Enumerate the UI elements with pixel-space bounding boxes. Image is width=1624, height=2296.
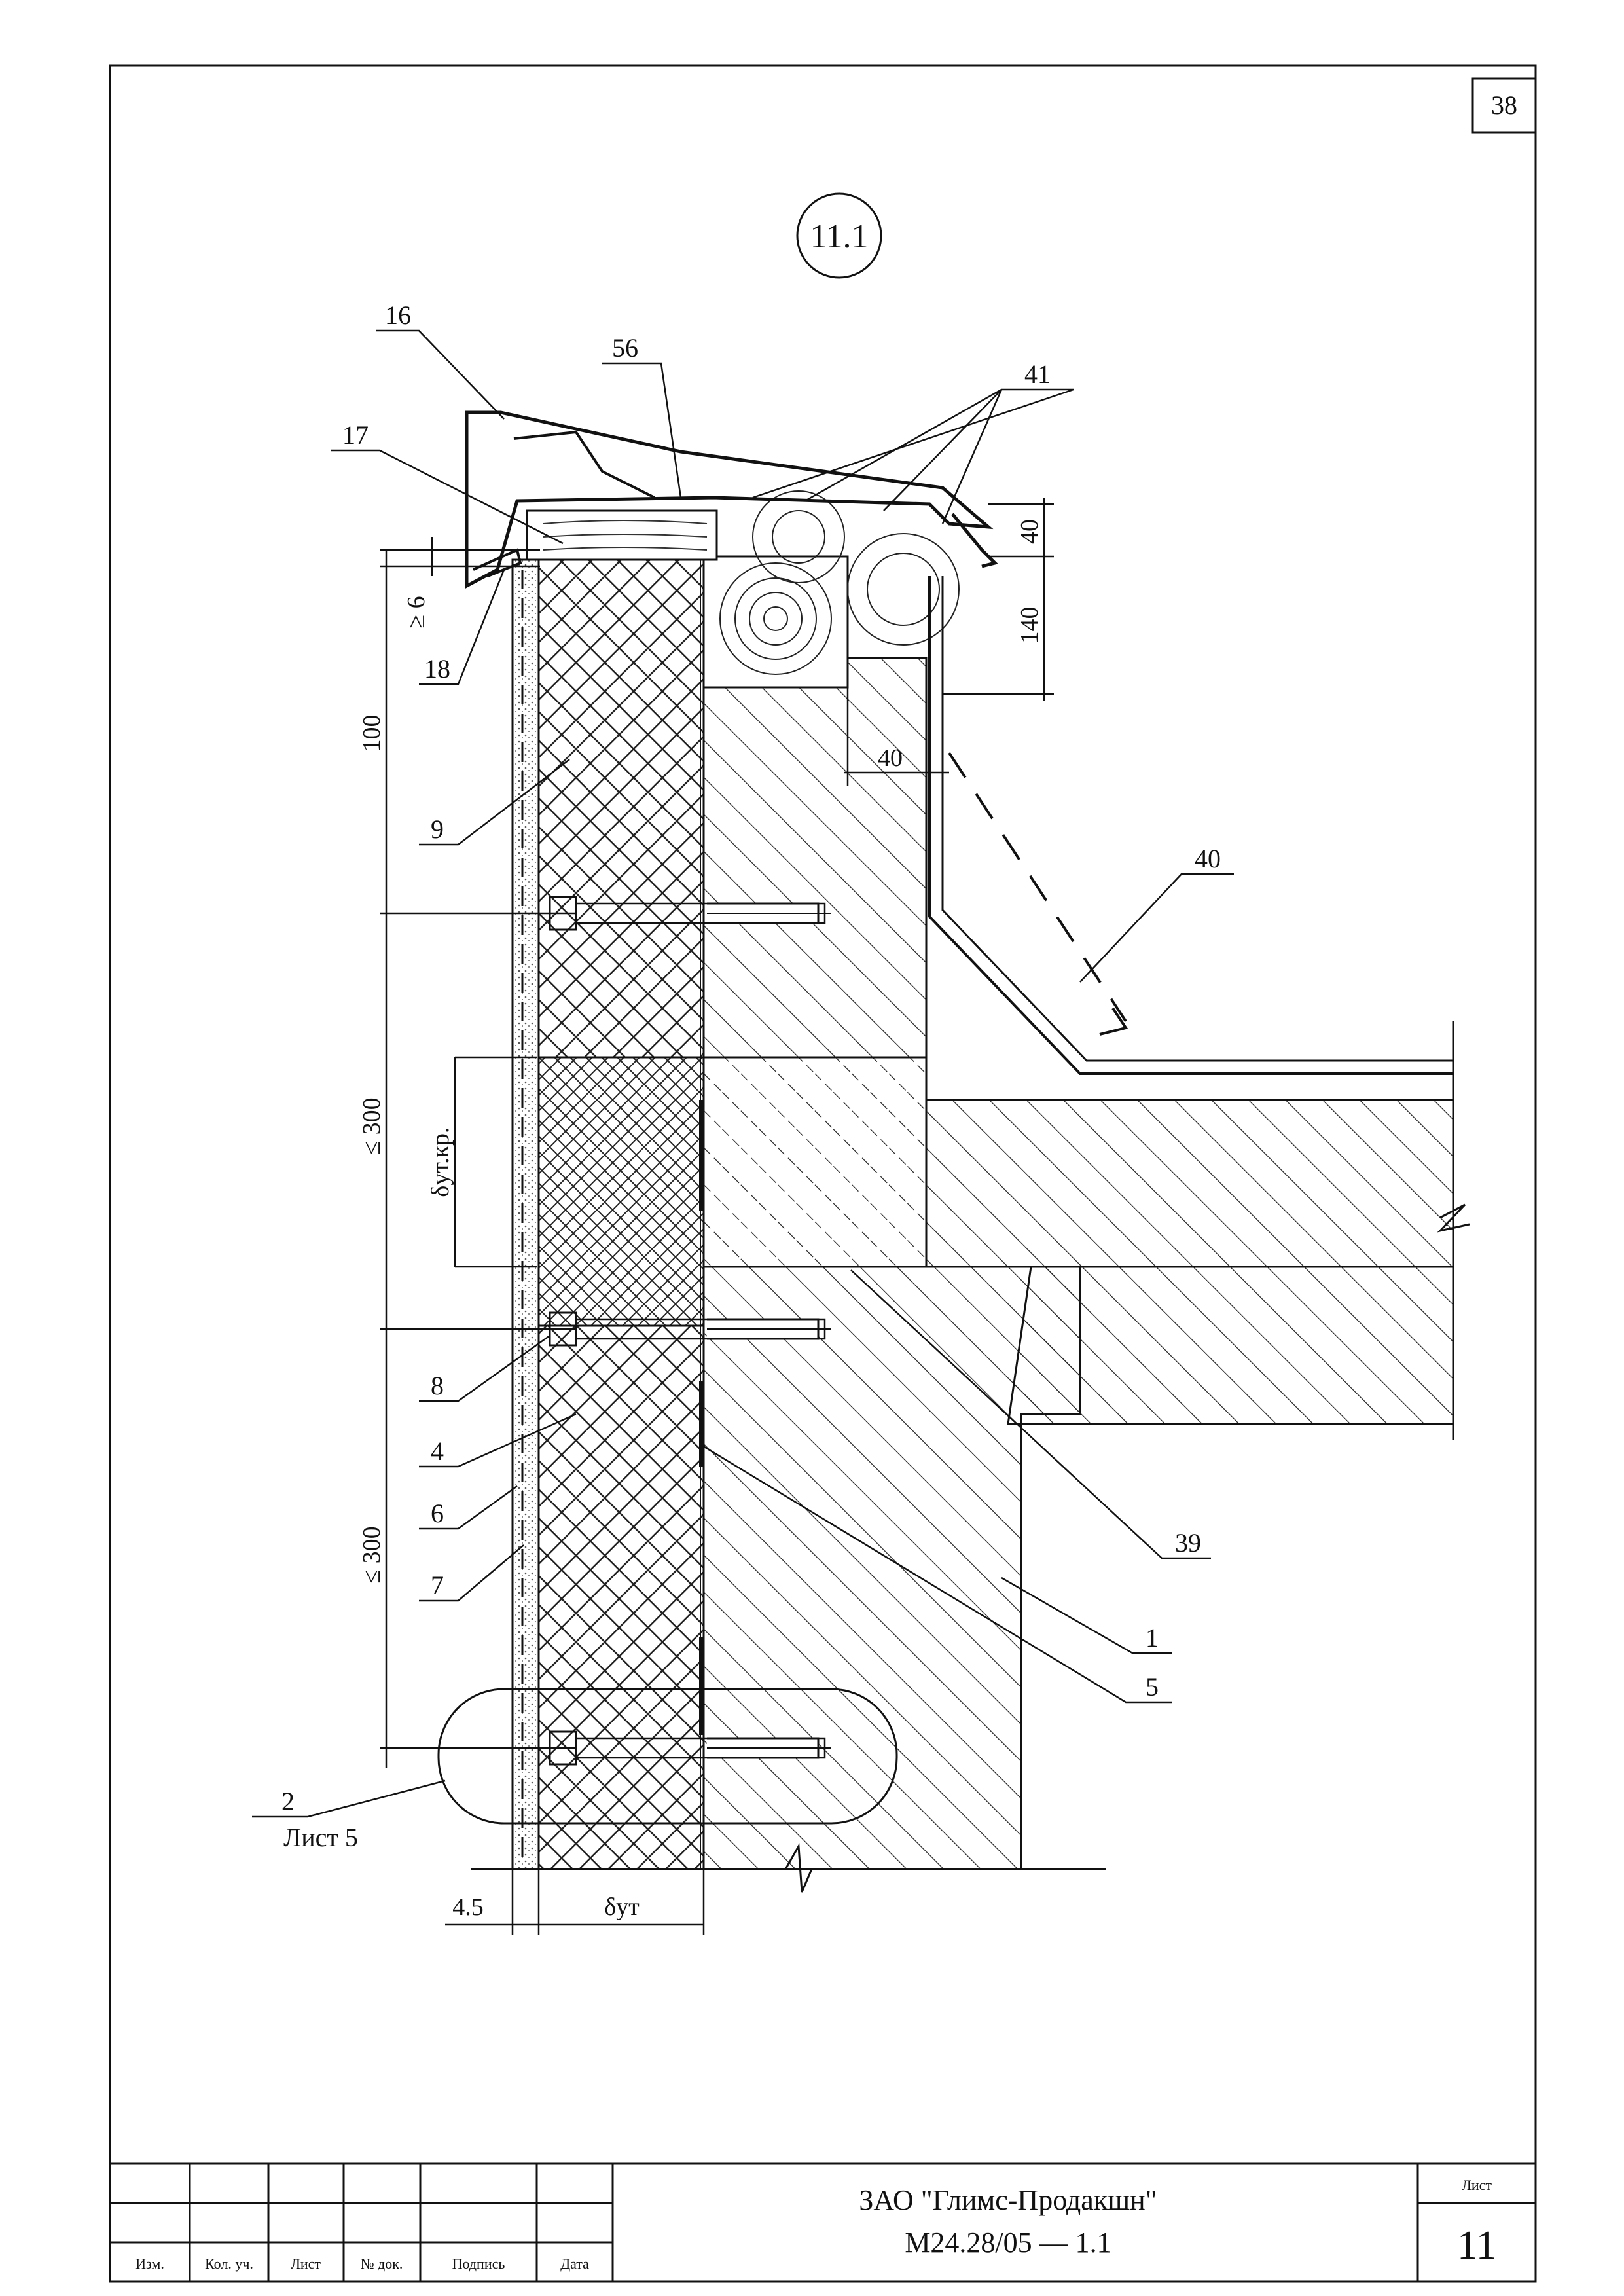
insulation-upper <box>537 558 705 1059</box>
leader-lines <box>252 329 1234 1818</box>
callout-56: 56 <box>612 333 638 363</box>
tb-sheet-label: Лист <box>1462 2177 1492 2193</box>
tb-col-doc-no: № док. <box>361 2255 403 2272</box>
callout-7: 7 <box>431 1571 444 1600</box>
adhesive-strip-1 <box>699 1100 704 1211</box>
corner-number-box <box>1471 77 1537 134</box>
timber-grain <box>543 520 708 551</box>
callout-41: 41 <box>1024 359 1051 389</box>
callout-40: 40 <box>1195 844 1221 873</box>
roof-membrane <box>928 576 1453 1075</box>
callout-5: 5 <box>1146 1672 1159 1702</box>
tb-company: ЗАО "Глимс-Продакшн" <box>859 2184 1157 2216</box>
adhesive-strip-2 <box>699 1381 704 1467</box>
roof-slope-end <box>1099 1007 1128 1036</box>
drip-edge <box>951 513 998 568</box>
parapet-capping <box>465 410 994 589</box>
dim-140: 140 <box>1016 607 1043 644</box>
tb-col-signature: Подпись <box>452 2255 505 2272</box>
reference-number: 2 <box>281 1787 295 1816</box>
callout-39: 39 <box>1175 1528 1201 1558</box>
callout-1: 1 <box>1146 1623 1159 1652</box>
tb-col-list: Лист <box>291 2255 321 2272</box>
corner-number: 38 <box>1491 90 1517 120</box>
callout-16: 16 <box>385 301 411 330</box>
dim-40-top: 40 <box>1016 519 1043 544</box>
dim-300-upper: ≤ 300 <box>358 1097 386 1154</box>
dim-40-beam: 40 <box>878 744 903 772</box>
callout-18: 18 <box>424 654 450 683</box>
callout-6: 6 <box>431 1499 444 1528</box>
capping-inner <box>513 430 655 499</box>
floor-slab-lower <box>1007 1266 1454 1425</box>
dimension-lines-top <box>844 498 1054 786</box>
reference-sheet: Лист 5 <box>283 1823 358 1852</box>
dimension-lines-left <box>380 537 576 1768</box>
roof-membrane-outer <box>941 576 1453 1062</box>
adhesive-strip-3 <box>699 1637 704 1735</box>
ring-beam <box>702 1056 928 1268</box>
title-block <box>110 2162 1536 2282</box>
insulation-lower <box>537 1324 705 1870</box>
dim-100: 100 <box>358 715 386 752</box>
tb-col-kol-uch: Кол. уч. <box>205 2255 253 2272</box>
tb-col-date: Дата <box>560 2255 589 2272</box>
dim-gap-min: ≥ 6 <box>403 596 430 628</box>
callout-4: 4 <box>431 1436 444 1466</box>
callout-9: 9 <box>431 814 444 844</box>
insulation-middle <box>537 1056 705 1327</box>
wall-masonry <box>702 657 928 1059</box>
roof-slope-dashed <box>948 752 1127 1023</box>
timber-rings <box>719 490 960 675</box>
dim-delta-ut: δут <box>604 1893 640 1921</box>
dim-4-5: 4.5 <box>452 1893 484 1921</box>
sheet-frame <box>109 64 1537 2283</box>
tb-col-izm: Изм. <box>135 2255 164 2272</box>
section-break <box>784 1842 813 1893</box>
detail-marker-label: 11.1 <box>810 218 868 255</box>
detail-marker-circle <box>796 192 882 279</box>
tb-sheet-number: 11 <box>1457 2223 1496 2268</box>
slab-break <box>1437 1203 1470 1233</box>
floor-slab <box>925 1099 1454 1268</box>
callout-17: 17 <box>342 420 369 450</box>
dim-delta-ut-kr: δут.кр. <box>427 1127 454 1197</box>
detail-reference-oval <box>437 1688 898 1825</box>
dimension-lines-bottom <box>445 1869 705 1935</box>
tb-doc-code: М24.28/05 — 1.1 <box>905 2227 1111 2259</box>
render-layer <box>511 558 540 1870</box>
dim-300-lower: ≤ 300 <box>358 1526 386 1583</box>
callout-8: 8 <box>431 1371 444 1400</box>
